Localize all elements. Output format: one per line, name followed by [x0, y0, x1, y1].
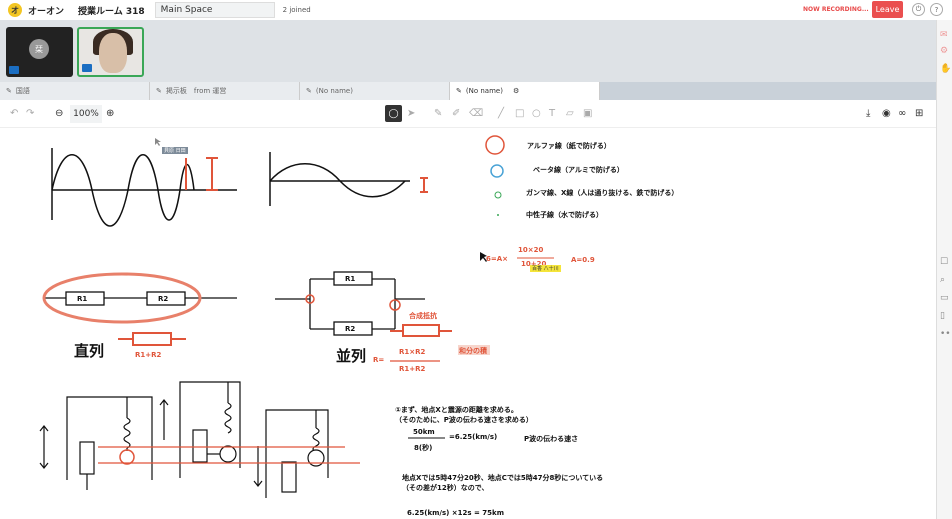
sticky-note-icon[interactable]: ▱	[566, 108, 574, 119]
cursor-label-user2: 百香 八十川	[530, 265, 561, 272]
calc-denominator: 8(秒)	[414, 444, 433, 452]
whiteboard-canvas[interactable]: 貝原 日田 アルファ線（紙で防げる） ベータ線（アルミで防げる） ガンマ線、X線…	[0, 128, 936, 519]
image-tool-icon[interactable]: ▣	[583, 108, 593, 119]
lasso-tool-icon[interactable]: ◯	[385, 105, 402, 122]
step1-line2: （そのために、P波の伝わる速さを求める）	[395, 416, 533, 424]
redo-icon[interactable]: ↷	[26, 108, 35, 119]
resistor-r1-parallel: R1	[345, 275, 356, 283]
r-numerator: R1×R2	[399, 348, 426, 356]
line-tool-icon[interactable]: ╱	[498, 108, 505, 119]
download-icon[interactable]: ⤓	[866, 108, 871, 119]
whiteboard-toolbar: ↶ ↷ ⊖ 100% ⊕ ◯ ➤ ✎ ✐ ⌫ ╱ □ ○ T ▱ ▣ ⤓ ◉ ∞…	[0, 100, 936, 128]
para2-line2: （その差が12秒）なので、	[402, 484, 489, 492]
p-wave-label: P波の伝わる速さ	[524, 435, 579, 443]
pen-icon[interactable]: ✎	[434, 108, 443, 119]
power-icon[interactable]: ⏻	[912, 3, 925, 16]
settings-icon[interactable]: ⚙	[940, 46, 949, 56]
top-bar: オ オーオン 授業ルーム 318 2 joined	[0, 0, 952, 20]
mic-badge-icon	[82, 64, 92, 72]
combined-resistance: 合成抵抗	[409, 312, 437, 320]
recording-indicator: NOW RECORDING...	[803, 6, 869, 13]
help-icon[interactable]: ?	[930, 3, 943, 16]
pencil-icon: ✎	[306, 87, 312, 95]
legend-beta: ベータ線（アルミで防げる）	[533, 166, 624, 174]
undo-icon[interactable]: ↶	[10, 108, 19, 119]
app-logo: オ	[8, 3, 22, 17]
r-equals: R=	[373, 356, 385, 364]
zoom-out-icon[interactable]: ⊖	[55, 108, 64, 119]
grid-icon[interactable]: ⊞	[915, 108, 924, 119]
formula-result: A=0.9	[571, 256, 595, 264]
text-tool-icon[interactable]: T	[549, 108, 556, 119]
tab-kokugo[interactable]: ✎国語	[0, 82, 150, 100]
video-tile-user2[interactable]	[77, 27, 144, 77]
formula-denominator: 10+20	[521, 260, 547, 268]
board-tabs: ✎国語 ✎掲示板 from 運営 ✎(No name) ✎(No name)⚙	[0, 82, 936, 100]
pencil-icon: ✎	[6, 87, 12, 95]
calc-result: =6.25(km/s)	[449, 433, 498, 441]
formula-left: 6=A×	[486, 255, 509, 263]
legend-gamma: ガンマ線、X線（人は通り抜ける、鉄で防げる）	[526, 189, 679, 197]
file-icon[interactable]: ▯	[940, 311, 945, 321]
video-strip: 栞	[0, 20, 936, 82]
select-arrow-icon[interactable]: ➤	[407, 108, 416, 119]
legend-neutron: 中性子線（水で防げる）	[526, 211, 603, 219]
resistor-r2-series: R2	[158, 295, 169, 303]
resistor-r1-series: R1	[77, 295, 88, 303]
space-name-input[interactable]	[154, 2, 275, 18]
search-icon[interactable]: ⌕	[940, 275, 946, 285]
r-denominator: R1+R2	[399, 365, 426, 373]
gear-icon[interactable]: ⚙	[512, 87, 520, 95]
pencil-icon: ✎	[156, 87, 162, 95]
joined-count: 2 joined	[282, 6, 311, 14]
tab-noname-2[interactable]: ✎(No name)⚙	[450, 82, 600, 100]
resistor-r2-parallel: R2	[345, 325, 356, 333]
legend-alpha: アルファ線（紙で防げる）	[527, 142, 611, 150]
video-tile-user1[interactable]: 栞	[6, 27, 73, 77]
cursor-label-user1: 貝原 日田	[162, 147, 188, 154]
mic-badge-icon	[9, 66, 19, 74]
rectangle-tool-icon[interactable]: □	[515, 108, 525, 119]
eye-icon[interactable]: ◉	[882, 108, 891, 119]
tab-noname-1[interactable]: ✎(No name)	[300, 82, 450, 100]
binoculars-icon[interactable]: ∞	[898, 108, 907, 119]
formula-numerator: 10×20	[518, 246, 544, 254]
series-label: 直列	[74, 342, 105, 360]
org-name: オーオン	[28, 6, 65, 17]
zoom-level[interactable]: 100%	[70, 105, 102, 123]
participant-face	[99, 33, 127, 73]
parallel-label: 並列	[336, 347, 367, 365]
hand-icon[interactable]: ✋	[940, 64, 952, 74]
more-icon[interactable]: •••	[940, 329, 952, 339]
circle-tool-icon[interactable]: ○	[532, 108, 541, 119]
eraser-icon[interactable]: ⌫	[469, 108, 484, 119]
series-sum: R1+R2	[135, 351, 162, 359]
avatar: 栞	[29, 39, 49, 59]
room-name: 授業ルーム 318	[78, 6, 145, 17]
zoom-in-icon[interactable]: ⊕	[106, 108, 115, 119]
leave-button[interactable]: Leave	[872, 1, 903, 18]
whiteboard-drawings	[39, 135, 554, 498]
step1-line1: ①まず、地点Xと震源の距離を求める。	[395, 406, 518, 414]
calc-numerator: 50km	[413, 428, 435, 436]
marker-icon[interactable]: ✐	[452, 108, 461, 119]
pencil-icon: ✎	[456, 87, 462, 95]
mail-icon[interactable]: ✉	[940, 30, 948, 40]
fraction-note: 和分の積	[459, 347, 487, 355]
para2-line1: 地点Xでは5時47分20秒、地点Cでは5時47分8秒についている	[402, 474, 604, 482]
chat-icon[interactable]: ☐	[940, 257, 949, 267]
final-calculation: 6.25(km/s) ×12s = 75km	[407, 509, 504, 517]
tab-bulletin[interactable]: ✎掲示板 from 運営	[150, 82, 300, 100]
right-sidebar: ✉ ⚙ ✋ ☐ ⌕ ▭ ▯ •••	[936, 20, 952, 519]
screen-share-icon[interactable]: ▭	[940, 293, 949, 303]
